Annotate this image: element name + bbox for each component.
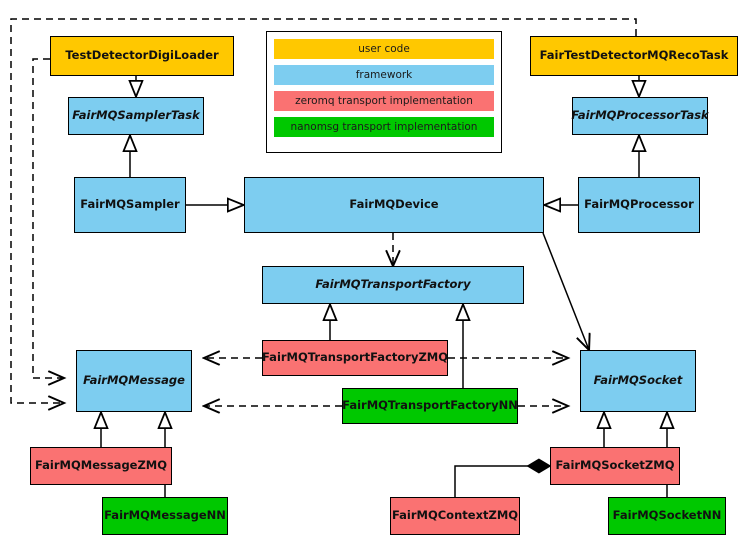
edge-device-uses-socket	[542, 232, 589, 350]
node-fair-test-detector-mq-reco-task[interactable]: FairTestDetectorMQRecoTask	[530, 36, 738, 76]
node-fairmq-transport-factory[interactable]: FairMQTransportFactory	[262, 266, 524, 304]
legend-item-1: framework	[274, 65, 494, 85]
node-fairmq-processor[interactable]: FairMQProcessor	[578, 177, 700, 233]
node-fairmq-message-nn[interactable]: FairMQMessageNN	[102, 497, 228, 535]
node-fairmq-message-zmq[interactable]: FairMQMessageZMQ	[30, 447, 172, 485]
node-fairmq-context-zmq[interactable]: FairMQContextZMQ	[390, 497, 520, 535]
node-fairmq-transport-factory-nn[interactable]: FairMQTransportFactoryNN	[342, 388, 518, 424]
legend-item-2: zeromq transport implementation	[274, 91, 494, 111]
edge-digiloader-uses-message	[32, 58, 64, 378]
node-fairmq-socket-nn[interactable]: FairMQSocketNN	[608, 497, 726, 535]
edge-recotask-uses-message	[10, 18, 637, 403]
node-test-detector-digi-loader[interactable]: TestDetectorDigiLoader	[50, 36, 234, 76]
node-fairmq-transport-factory-zmq[interactable]: FairMQTransportFactoryZMQ	[262, 340, 448, 376]
node-fairmq-socket-zmq[interactable]: FairMQSocketZMQ	[550, 447, 680, 485]
node-fairmq-device[interactable]: FairMQDevice	[244, 177, 544, 233]
node-fairmq-sampler-task[interactable]: FairMQSamplerTask	[68, 97, 204, 135]
legend-item-0: user code	[274, 39, 494, 59]
node-fairmq-message[interactable]: FairMQMessage	[76, 350, 192, 412]
legend-item-3: nanomsg transport implementation	[274, 117, 494, 137]
node-fairmq-sampler[interactable]: FairMQSampler	[74, 177, 186, 233]
node-fairmq-processor-task[interactable]: FairMQProcessorTask	[571, 97, 709, 135]
edge-socketzmq-composes-contextzmq	[454, 466, 550, 497]
node-fairmq-socket[interactable]: FairMQSocket	[580, 350, 696, 412]
